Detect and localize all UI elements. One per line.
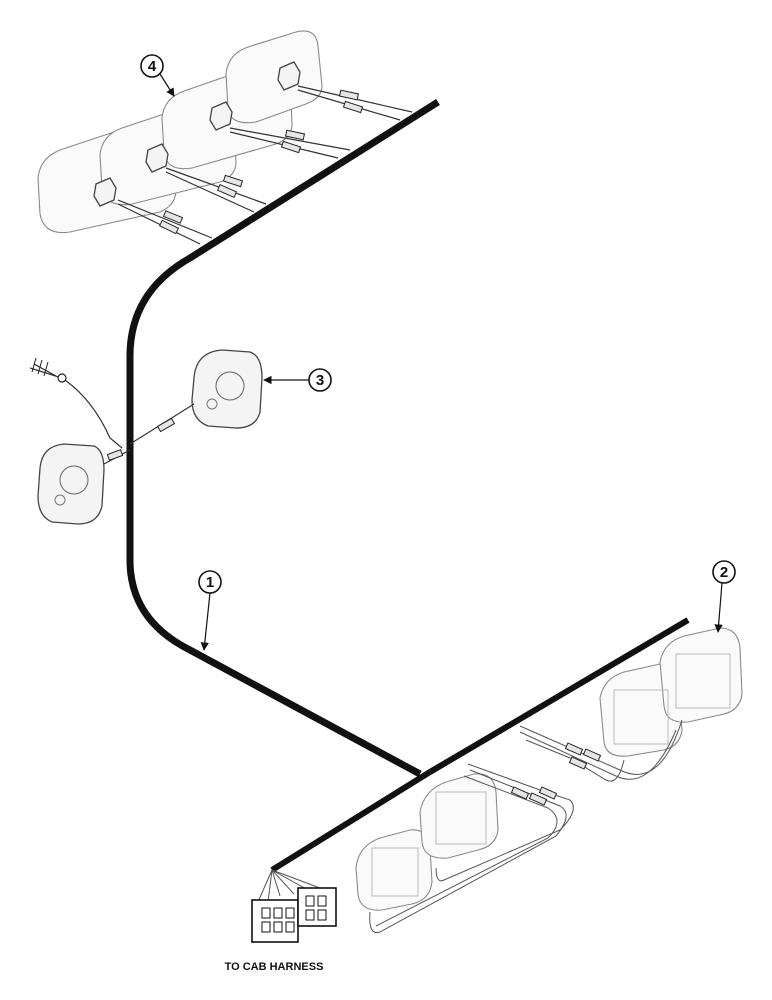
rear-lamp-connectors xyxy=(158,89,364,235)
side-lamp-upper xyxy=(191,349,263,429)
callout-4: 4 xyxy=(140,54,175,97)
callout-4-label: 4 xyxy=(148,58,157,75)
front-harness-branch xyxy=(270,617,690,873)
callout-2-label: 2 xyxy=(720,564,728,581)
side-lamp-lower xyxy=(37,443,105,525)
callout-2: 2 xyxy=(712,560,736,633)
front-lamps-right xyxy=(599,627,743,757)
front-lamp-wiring xyxy=(369,719,683,934)
callout-1-label: 1 xyxy=(206,574,214,591)
cab-harness-connector xyxy=(251,869,337,943)
ground-symbol xyxy=(31,357,57,377)
callout-1: 1 xyxy=(198,570,222,651)
cab-harness-caption: TO CAB HARNESS xyxy=(225,961,324,973)
callout-3: 3 xyxy=(263,368,332,392)
side-lamp-wiring xyxy=(29,367,195,465)
main-harness-trunk xyxy=(126,99,440,778)
callout-3-label: 3 xyxy=(316,372,324,389)
rear-lamp-cluster xyxy=(37,30,323,234)
front-lamps-left xyxy=(355,773,499,911)
